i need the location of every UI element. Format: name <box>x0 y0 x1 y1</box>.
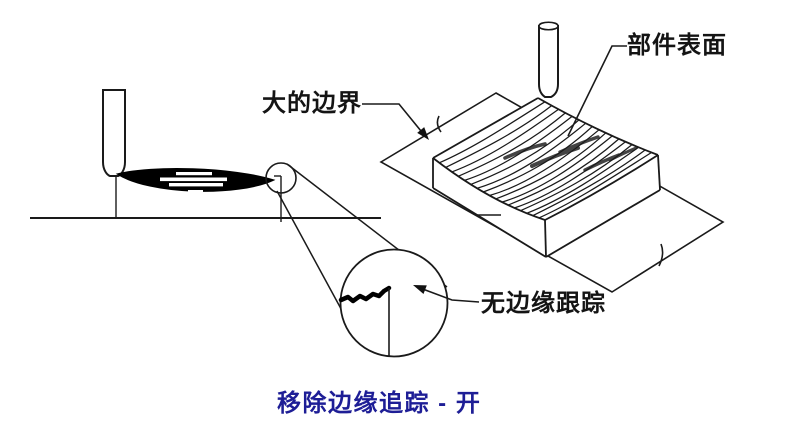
detail-large-circle <box>338 248 449 358</box>
remaining-material-lens <box>115 167 276 193</box>
scallop-surface-line <box>338 285 392 304</box>
toolpath-hatch-lines <box>439 101 652 219</box>
large-boundary-arrow <box>362 103 429 140</box>
cutter-tool-right <box>538 21 559 98</box>
surface-block <box>432 97 661 258</box>
no-edge-tracking-arrow <box>413 285 480 303</box>
cutter-tool-left <box>102 89 126 177</box>
label-part-surface: 部件表面 <box>627 32 727 59</box>
label-no-edge-tracking: 无边缘跟踪 <box>481 290 606 317</box>
toolpath-dark-smudges <box>503 135 638 172</box>
label-large-boundary: 大的边界 <box>262 90 362 117</box>
part-surface-leader <box>567 45 627 137</box>
block-edges <box>432 97 661 258</box>
detail-small-circle <box>265 162 297 194</box>
block-silhouette <box>433 98 660 257</box>
caption-edge-tracking-state: 移除边缘追踪 - 开 <box>277 390 482 417</box>
sheet-break-marks <box>436 115 664 267</box>
step-contour-stripes <box>160 172 227 193</box>
